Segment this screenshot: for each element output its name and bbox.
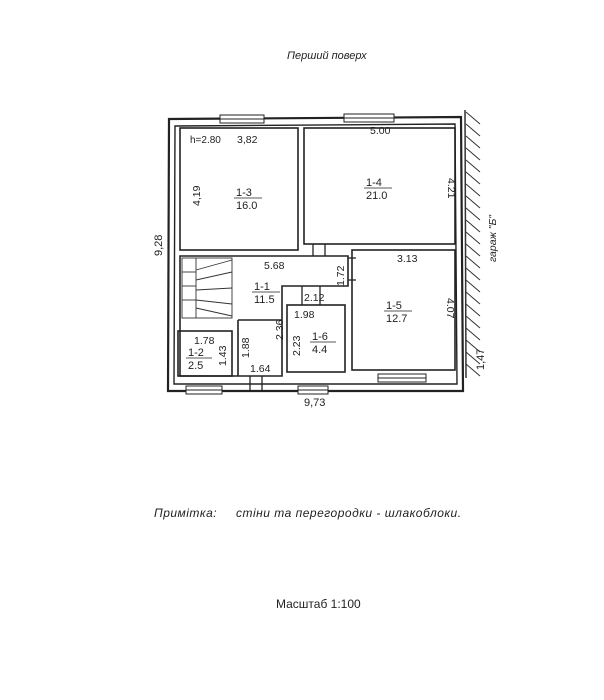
dimensions: h=2.80 3,82 5.00 4,19 4.21 3.13 4.07 5.6… <box>153 125 499 409</box>
garage-wall-hatch <box>464 109 481 379</box>
dim-room4-top: 5.00 <box>370 125 391 137</box>
dim-room3-left: 4,19 <box>191 185 203 206</box>
room-6-label: 1-6 4.4 <box>310 331 336 356</box>
room-3-id: 1-3 <box>236 187 252 199</box>
room-5-id: 1-5 <box>386 300 402 312</box>
dim-room2-right: 1.43 <box>217 345 229 366</box>
dim-overall-height: 9,28 <box>153 235 165 256</box>
dim-room6-left: 2.23 <box>291 335 303 356</box>
partitions <box>177 127 456 377</box>
dim-hall-right: 1.72 <box>335 265 347 286</box>
room-1-area: 11.5 <box>254 294 275 306</box>
dim-room5-right: 4.07 <box>444 298 456 319</box>
room-labels: 1-3 16.0 1-4 21.0 1-5 12.7 1-1 11.5 1-6 … <box>186 177 412 372</box>
dim-hall-bottom: 1.64 <box>250 363 271 375</box>
room-3-label: 1-3 16.0 <box>234 187 262 212</box>
dim-hall-top: 5.68 <box>264 260 285 272</box>
windows <box>185 113 427 395</box>
dim-room2-top: 1.78 <box>194 335 215 347</box>
dim-side: 1,47 <box>475 349 487 370</box>
room-6-id: 1-6 <box>312 331 328 343</box>
room-1-id: 1-1 <box>254 281 270 293</box>
note-text: стіни та перегородки - шлакоблоки. <box>236 506 462 520</box>
doors <box>249 244 356 392</box>
room-2-area: 2.5 <box>188 360 203 372</box>
dim-stair-side: 1.88 <box>240 337 252 358</box>
room-4-area: 21.0 <box>366 190 387 202</box>
room-5-area: 12.7 <box>386 313 407 325</box>
room-4-id: 1-4 <box>366 177 382 189</box>
floor-title: Перший поверх <box>287 50 367 62</box>
dim-room3-top: 3,82 <box>237 134 258 146</box>
stairs <box>181 257 233 319</box>
scale-label: Масштаб 1:100 <box>276 597 361 611</box>
dim-hall-mid: 2.36 <box>274 319 286 340</box>
room-5-label: 1-5 12.7 <box>384 300 412 325</box>
dim-room5-top: 3.13 <box>397 253 418 265</box>
room-2-id: 1-2 <box>188 347 204 359</box>
dim-overall-width: 9,73 <box>304 397 325 409</box>
dim-hall-inner-top: 2.12 <box>304 292 325 304</box>
dim-room6-top: 1.98 <box>294 309 315 321</box>
room-2-label: 1-2 2.5 <box>186 347 212 372</box>
room-3-area: 16.0 <box>236 200 257 212</box>
room-4-label: 1-4 21.0 <box>364 177 392 202</box>
garage-label: гараж "Б" <box>487 214 499 262</box>
dim-room4-right: 4.21 <box>445 178 457 199</box>
room-6-area: 4.4 <box>312 344 327 356</box>
ceiling-height: h=2.80 <box>190 135 221 146</box>
room-1-label: 1-1 11.5 <box>252 281 280 306</box>
note-label: Примітка: <box>154 506 218 520</box>
